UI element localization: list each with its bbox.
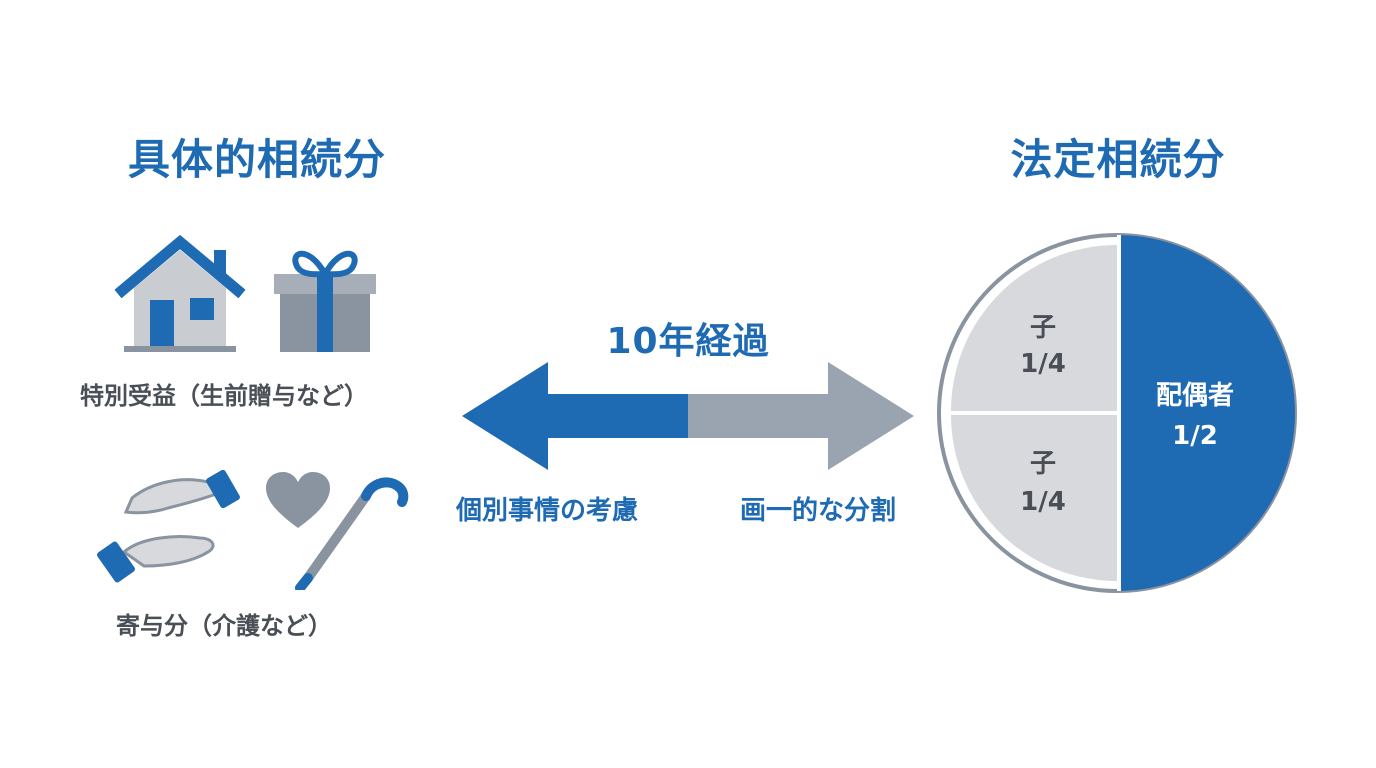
pie-label-child-1-share: 1/4 (1020, 349, 1066, 379)
cane-icon (295, 477, 409, 590)
statutory-share-pie: 子 1/4 子 1/4 配偶者 1/2 (937, 233, 1297, 593)
ten-years-label: 10年経過 (606, 321, 770, 362)
contribution-label: 寄与分（介護など） (116, 612, 332, 640)
specific-inheritance-title: 具体的相続分 (127, 135, 387, 184)
statutory-share-title: 法定相続分 (1010, 135, 1226, 184)
uniform-division-caption: 画一的な分割 (740, 496, 897, 526)
pie-slice-spouse (1117, 235, 1295, 591)
pie-slice-child-1 (951, 245, 1117, 411)
pie-label-child-1-name: 子 (1030, 313, 1056, 343)
heart-icon (266, 472, 330, 528)
pie-slice-child-2 (951, 415, 1117, 581)
individual-circumstances-caption: 個別事情の考慮 (456, 496, 639, 526)
pie-label-spouse-name: 配偶者 (1156, 381, 1234, 411)
double-arrow (462, 362, 914, 470)
pie-label-spouse-share: 1/2 (1172, 421, 1218, 451)
house-icon (114, 234, 246, 352)
special-benefit-label: 特別受益（生前贈与など） (80, 382, 368, 410)
hands-icon (97, 469, 240, 583)
pie-label-child-2-name: 子 (1030, 449, 1056, 479)
pie-label-child-2-share: 1/4 (1020, 487, 1066, 517)
gift-icon (274, 250, 376, 352)
